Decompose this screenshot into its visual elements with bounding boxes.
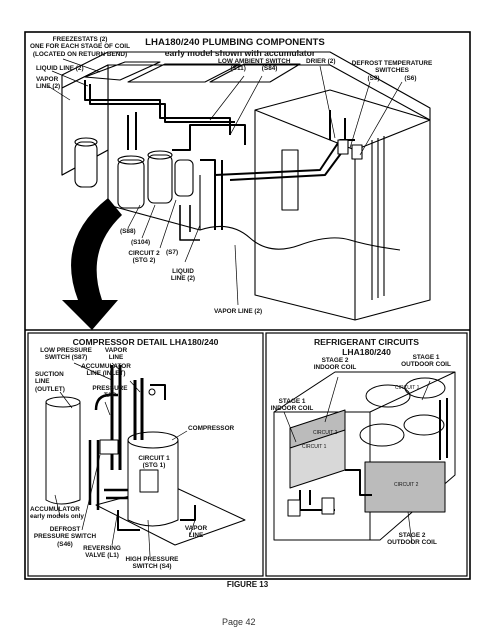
low-ambient-switch-label: LOW AMBIENT SWITCH (S11) (S84) xyxy=(218,58,291,73)
compressor-detail-frame xyxy=(27,332,264,577)
vapor-line-top-label: VAPOR LINE xyxy=(104,347,128,362)
accumulator-line-label: ACCUMULATOR LINE (INLET) xyxy=(81,363,131,378)
refrigerant-drawing xyxy=(273,371,456,541)
circuit2-label: CIRCUIT 2 (STG 2) xyxy=(128,250,160,265)
stage1-indoor-coil-label: STAGE 1 INDOOR COIL xyxy=(270,398,314,413)
outer-frame xyxy=(24,31,471,580)
high-pressure-switch-label: HIGH PRESSURE SWITCH (S4) xyxy=(125,556,179,571)
refrigerant-circuits-frame xyxy=(265,332,468,577)
s7-label: (S7) xyxy=(166,249,179,256)
defrost-pressure-switch-label: DEFROST PRESSURE SWITCH (S46) xyxy=(33,526,97,548)
compressor-label: COMPRESSOR xyxy=(188,425,235,432)
circuit1-stg1-label: CIRCUIT 1 (STG 1) xyxy=(138,455,170,470)
drier-label: DRIER (2) xyxy=(306,58,336,65)
defrost-temperature-switches-label: DEFROST TEMPERATURE SWITCHES (S9) (S6) xyxy=(351,60,433,82)
accumulator-label: ACCUMULATOR early models only xyxy=(30,506,84,521)
stage2-indoor-coil-label: STAGE 2 INDOOR COIL xyxy=(313,357,357,372)
liquid-line-top-label: LIQUID LINE (2) xyxy=(36,65,84,72)
compressor-leader-lines xyxy=(54,362,196,557)
circuit2-coil-label: CIRCUIT 2 xyxy=(313,430,338,436)
page-number: Page 42 xyxy=(222,617,256,627)
vapor-line-left-label: VAPOR LINE (2) xyxy=(36,76,61,91)
pressure-tap-label: PRESSURE TAP xyxy=(92,385,128,400)
liquid-line-bottom-label: LIQUID LINE (2) xyxy=(170,268,196,283)
plumbing-title: LHA180/240 PLUMBING COMPONENTS xyxy=(145,37,325,48)
unit-cabinet-drawing xyxy=(61,51,431,321)
circuit2-outdoor-label: CIRCUIT 2 xyxy=(394,482,419,488)
reversing-valve-label: REVERSING VALVE (L1) xyxy=(83,545,121,560)
suction-line-label: SUCTION LINE (OUTLET) xyxy=(35,371,65,393)
vapor-line-compressor-label: VAPOR LINE xyxy=(184,525,208,540)
vapor-line-bottom-label: VAPOR LINE (2) xyxy=(214,308,263,315)
circuit1-fan-label: CIRCUIT 1 xyxy=(395,385,420,391)
compressor-detail-drawing xyxy=(45,365,246,546)
low-pressure-switch-label: LOW PRESSURE SWITCH (S87) xyxy=(40,347,92,362)
top-leader-lines xyxy=(47,58,403,306)
refrigerant-circuits-title: REFRIGERANT CIRCUITS LHA180/240 xyxy=(313,337,420,357)
freezestats-label: FREEZESTATS (2) ONE FOR EACH STAGE OF CO… xyxy=(29,36,130,58)
stage1-outdoor-coil-label: STAGE 1 OUTDOOR COIL xyxy=(401,354,451,369)
s104-label: (S104) xyxy=(131,239,151,246)
detail-arrow xyxy=(62,198,122,330)
stage2-outdoor-coil-label: STAGE 2 OUTDOOR COIL xyxy=(387,532,437,547)
plumbing-subtitle: early model shown with accumulator xyxy=(164,48,316,58)
s88-label: (S88) xyxy=(120,228,136,235)
refrigerant-leader-lines xyxy=(283,376,431,545)
figure-caption: FIGURE 13 xyxy=(226,580,269,589)
circuit1-coil-label: CIRCUIT 1 xyxy=(302,444,327,450)
compressor-detail-title: COMPRESSOR DETAIL LHA180/240 xyxy=(72,337,219,347)
